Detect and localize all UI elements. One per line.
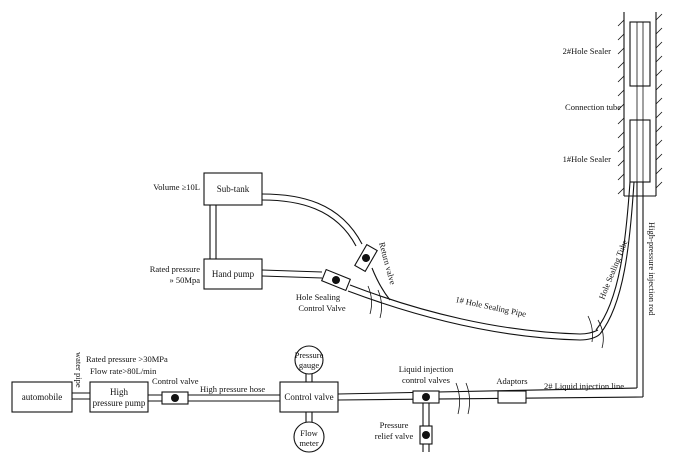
hole-sealing-pipe <box>347 284 601 341</box>
automobile <box>11 381 73 413</box>
high-pressure-hose-label: High pressure hose <box>200 384 265 394</box>
break-mark <box>367 285 372 315</box>
break-mark <box>587 315 593 343</box>
sub-tank-label: Sub-tank <box>217 184 250 194</box>
rated-pressure-hand-value: » 50Mpa <box>170 275 201 285</box>
high-pressure-pump-label-1: High <box>110 387 129 397</box>
flow-meter-label-1: Flow <box>300 428 318 438</box>
adaptors <box>497 390 527 404</box>
high-pressure-pump <box>89 381 149 413</box>
control-valve-small-label: Control valve <box>152 376 199 386</box>
volume-label: Volume ≥10L <box>153 182 200 192</box>
hand-pump <box>203 258 263 290</box>
return-line <box>261 193 391 301</box>
pressure-gauge-label-2: gauge <box>299 360 320 370</box>
hole-sealing-tube <box>595 181 635 335</box>
control-valve-box-label: Control valve <box>284 392 333 402</box>
high-pressure-injection-rod-label: High-pressure injection rod <box>647 222 657 316</box>
hole-sealing-control-valve-label-1: Hole Sealing <box>296 292 341 302</box>
borehole <box>617 12 663 197</box>
pressure-gauge <box>294 345 324 375</box>
pressure-gauge-label-1: Pressure <box>295 350 324 360</box>
pressure-relief-valve-label-1: Pressure <box>380 420 409 430</box>
sub-tank <box>203 172 263 206</box>
high-pressure-injection-rod <box>636 182 644 397</box>
pressure-relief-valve-label-2: relief valve <box>375 431 414 441</box>
automobile-label: automobile <box>22 392 63 402</box>
adaptors-label: Adaptors <box>496 376 527 386</box>
hole-sealer-1 <box>629 119 651 183</box>
break-mark <box>597 319 604 349</box>
water-pipe-label: water pipe <box>74 352 84 388</box>
liquid-injection-line <box>337 387 644 401</box>
hole-sealer-1-label: 1#Hole Sealer <box>563 154 612 164</box>
hole-sealer-2-label: 2#Hole Sealer <box>563 46 612 56</box>
high-pressure-pump-label-2: pressure pump <box>93 398 146 408</box>
hole-sealing-pipe-label: 1# Hole Sealing Pipe <box>455 294 528 319</box>
flow-rate-label: Flow rate>80L/min <box>90 366 157 376</box>
flow-meter <box>293 421 325 453</box>
break-mark <box>377 289 382 319</box>
connection-tube-label: Connection tube <box>565 102 621 112</box>
liquid-injection-line-label: 2# Liquid injection line <box>544 381 624 391</box>
pressure-relief-valve <box>419 425 433 445</box>
liquid-injection-control-valves-label-1: Liquid injection <box>399 364 454 374</box>
control-valve-small <box>161 391 189 405</box>
rated-pressure-hand-label: Rated pressure <box>150 264 201 274</box>
hole-sealer-2 <box>629 21 651 87</box>
break-mark <box>455 382 460 415</box>
return-valve <box>354 243 378 273</box>
liquid-injection-control-valves-label-2: control valves <box>402 375 450 385</box>
rated-pressure-pump-label: Rated pressure >30MPa <box>86 354 168 364</box>
hole-sealing-control-valve-label-2: Control Valve <box>298 303 346 313</box>
hand-pump-line <box>261 269 323 273</box>
hole-sealing-control-valve <box>320 268 352 292</box>
break-mark <box>465 382 470 415</box>
return-valve-label: Return valve <box>377 241 398 286</box>
control-valve-box <box>279 381 339 413</box>
liquid-injection-control-valve <box>412 390 440 404</box>
hand-pump-label: Hand pump <box>212 269 255 279</box>
flow-meter-label-2: meter <box>299 438 319 448</box>
